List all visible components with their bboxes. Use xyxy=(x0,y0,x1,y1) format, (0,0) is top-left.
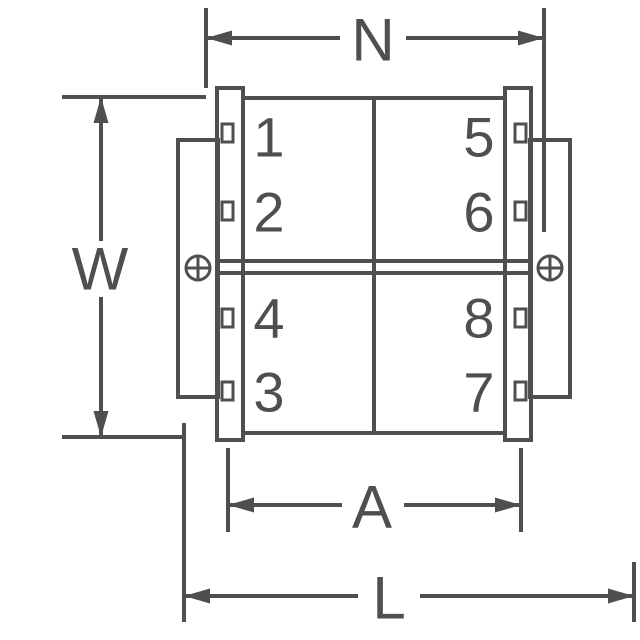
terminal-pin-right-5 xyxy=(513,122,528,144)
terminal-pin-left-2 xyxy=(220,200,235,222)
terminal-number-5: 5 xyxy=(463,106,494,169)
arrowhead-left-icon xyxy=(206,30,232,46)
terminal-pin-right-7 xyxy=(513,380,528,402)
dimension-label-n: N xyxy=(351,7,394,74)
screw-circle xyxy=(184,254,212,282)
arrowhead-left-icon xyxy=(228,497,254,513)
terminal-pin-right-6 xyxy=(513,200,528,222)
terminal-number-2: 2 xyxy=(253,181,284,244)
dimension-label-a: A xyxy=(352,474,392,541)
dimension-label-w: W xyxy=(72,236,129,303)
terminal-number-4: 4 xyxy=(253,287,284,350)
screw-circle xyxy=(536,254,564,282)
terminal-pin-left-1 xyxy=(220,122,235,144)
terminal-pin-left-3 xyxy=(220,380,235,402)
arrowhead-right-icon xyxy=(518,30,544,46)
dimension-n: N xyxy=(204,7,546,232)
terminal-pin-right-8 xyxy=(513,307,528,329)
terminal-number-7: 7 xyxy=(463,361,494,424)
arrowhead-left-icon xyxy=(184,588,210,604)
terminal-number-1: 1 xyxy=(253,106,284,169)
dimension-a: A xyxy=(226,448,523,541)
terminal-number-6: 6 xyxy=(463,181,494,244)
screw-head-right-icon xyxy=(536,254,564,282)
terminal-number-3: 3 xyxy=(253,361,284,424)
component-body xyxy=(217,96,531,435)
dimension-w: W xyxy=(62,95,206,439)
arrowhead-down-icon xyxy=(93,411,109,437)
terminal-pin-left-4 xyxy=(220,307,235,329)
dimension-label-l: L xyxy=(372,565,405,632)
arrowhead-right-icon xyxy=(495,497,521,513)
screw-head-left-icon xyxy=(184,254,212,282)
terminal-number-8: 8 xyxy=(463,287,494,350)
arrowhead-right-icon xyxy=(608,588,634,604)
arrowhead-up-icon xyxy=(93,97,109,123)
dimension-l: L xyxy=(182,423,636,632)
terminal-number-labels: 1 2 4 3 5 6 8 7 xyxy=(253,106,494,424)
